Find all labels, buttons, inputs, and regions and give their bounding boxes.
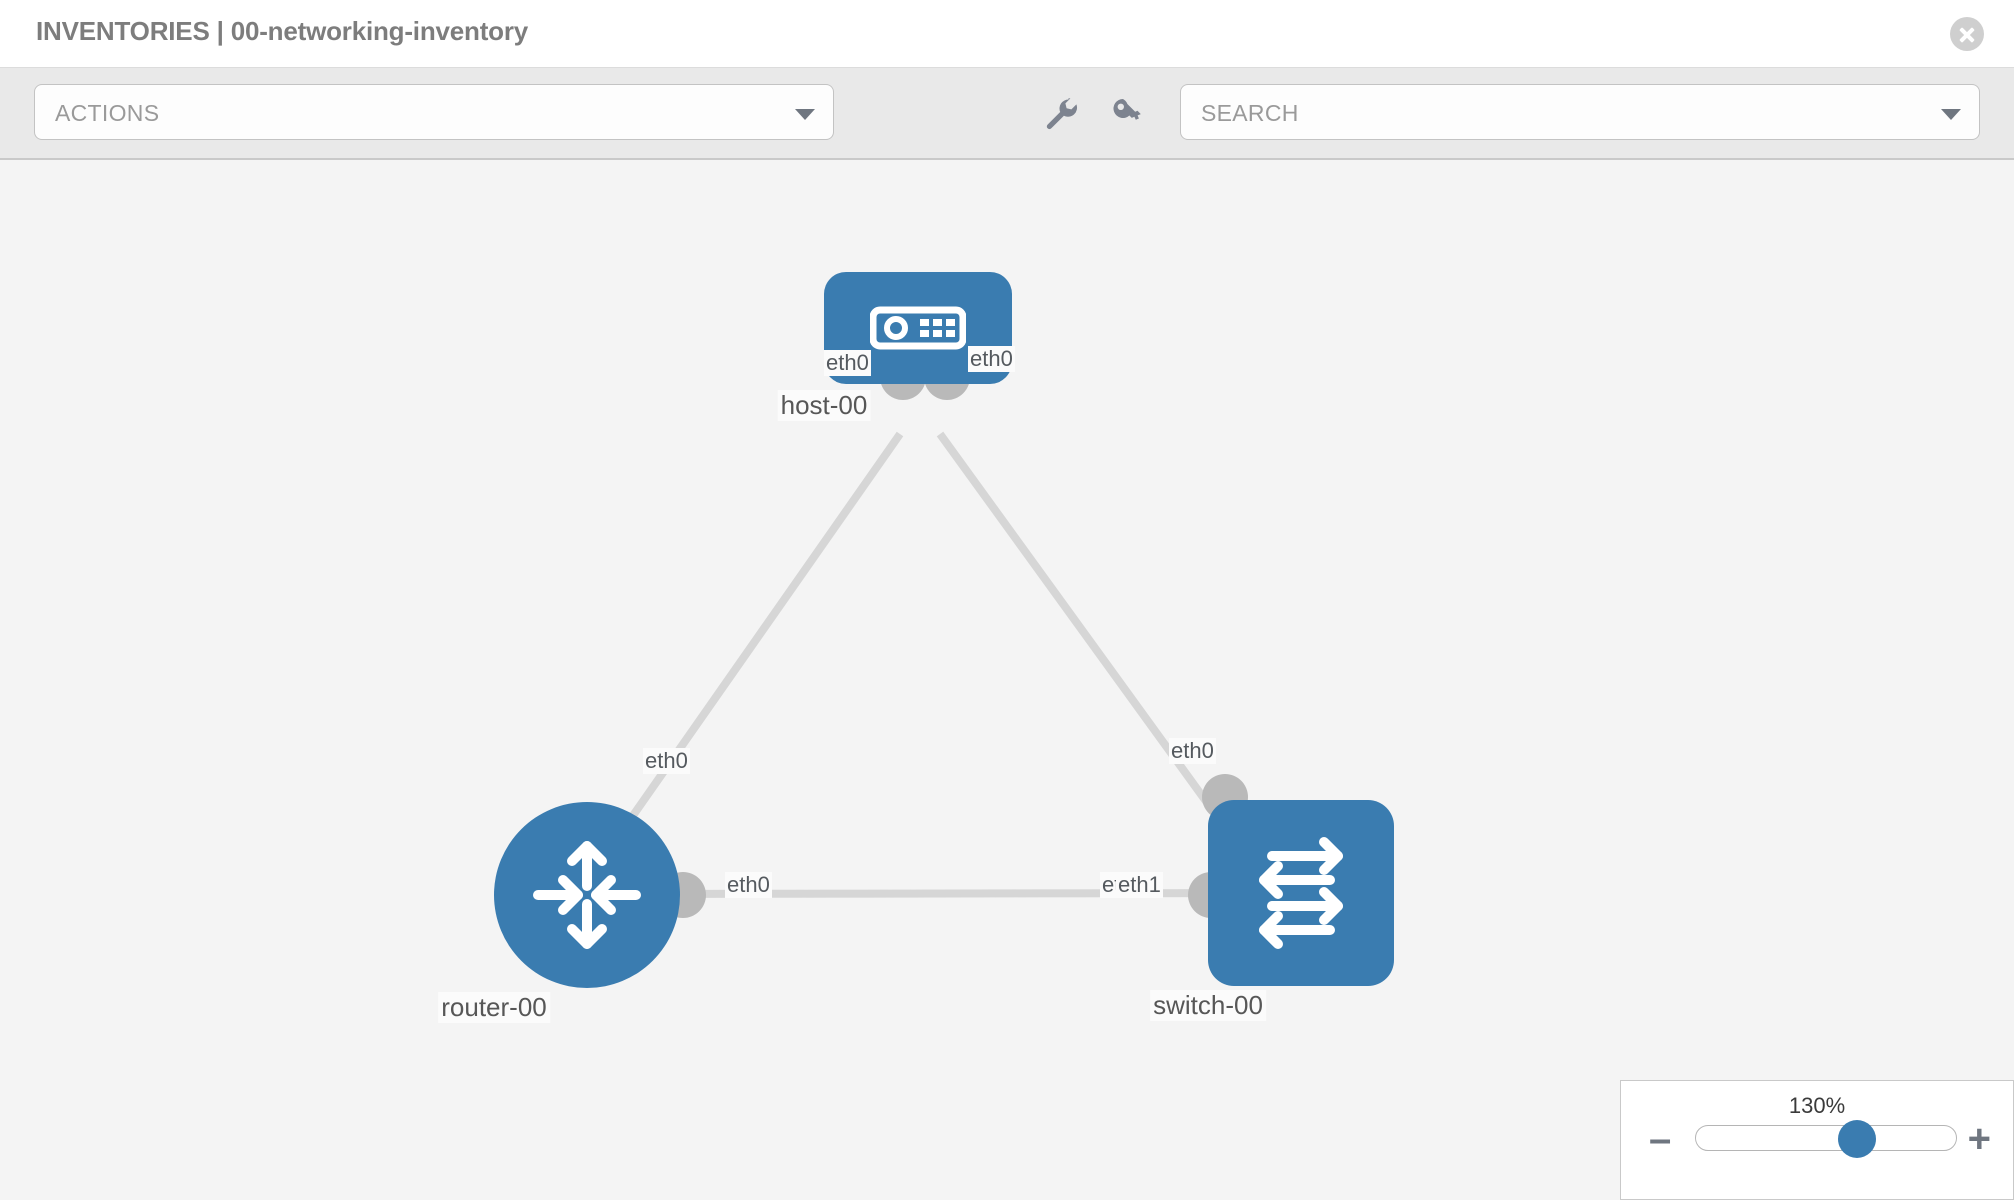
topology-canvas[interactable]: host-00 router-00 [0,162,2014,1200]
interface-label-host-right: eth0 [968,346,1015,372]
node-label-host-00: host-00 [777,390,871,421]
zoom-control-panel: 130% – + [1620,1080,2014,1200]
node-label-switch-00: switch-00 [1150,990,1266,1021]
zoom-level-value: 130% [1788,1093,1846,1118]
toolbar: ACTIONS SEARCH [0,68,2014,160]
actions-dropdown[interactable]: ACTIONS [34,84,834,140]
zoom-slider-thumb[interactable] [1838,1120,1877,1158]
wrench-icon[interactable] [1043,96,1079,132]
switch-arrows-icon [1259,837,1343,949]
chevron-down-icon [795,109,815,120]
search-placeholder: SEARCH [1201,100,1299,126]
node-label-router-00: router-00 [438,992,550,1023]
page-title: INVENTORIES | 00-networking-inventory [36,16,529,46]
key-icon[interactable] [1110,96,1146,132]
topology-links [586,431,1291,898]
interface-label-switch-up: eth0 [1169,738,1216,764]
link-host-switch[interactable] [936,431,1254,865]
page-header: INVENTORIES | 00-networking-inventory [0,0,2014,68]
router-arrows-icon [533,841,641,949]
chevron-down-icon [1941,109,1961,120]
interface-label-router-right: eth0 [725,872,772,898]
search-input[interactable]: SEARCH [1180,84,1980,140]
server-device-icon [870,306,966,350]
interface-label-router-up: eth0 [643,748,690,774]
switch-node-shape[interactable] [1208,800,1394,986]
close-icon[interactable] [1950,17,1984,51]
router-node-shape[interactable] [494,802,680,988]
zoom-slider-track[interactable] [1695,1120,1957,1158]
actions-dropdown-label: ACTIONS [55,100,160,126]
interface-label-host-left: eth0 [824,350,871,376]
zoom-out-button[interactable]: – [1649,1117,1672,1161]
zoom-in-button[interactable]: + [1967,1117,1991,1161]
link-router-switch[interactable] [599,889,1291,898]
link-host-router[interactable] [586,431,904,880]
interface-label-switch-left: eth1 [1116,872,1163,898]
